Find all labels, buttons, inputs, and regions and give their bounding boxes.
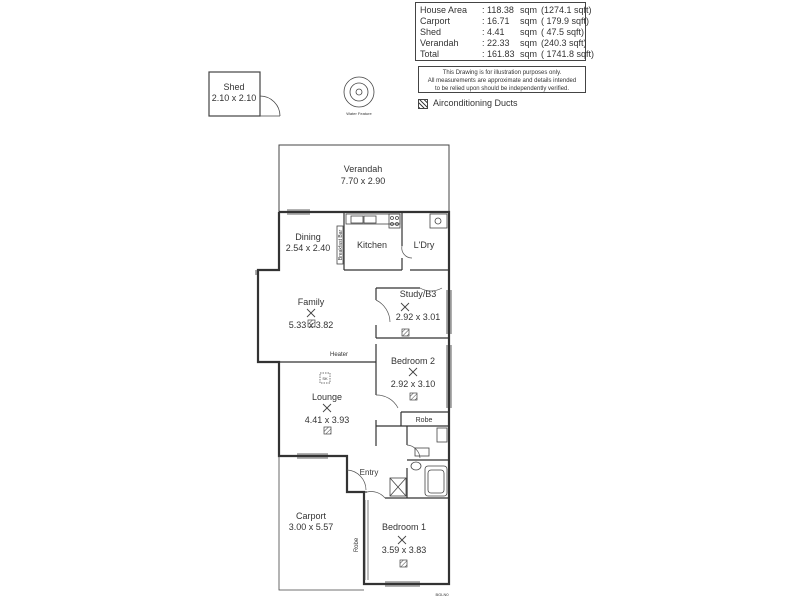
disclaimer-box: This Drawing is for illustration purpose… <box>418 66 586 93</box>
area-label: Total <box>420 49 440 59</box>
bedroom1-size: 3.59 x 3.83 <box>382 545 427 555</box>
footer-code: BGLN0 <box>435 592 449 597</box>
carport-size: 3.00 x 5.57 <box>289 522 334 532</box>
bedroom2-name: Bedroom 2 <box>391 356 435 366</box>
carport: Carport 3.00 x 5.57 <box>278 456 364 591</box>
area-unit: sqm <box>520 38 538 48</box>
shed: Shed 2.10 x 2.10 <box>208 71 281 117</box>
verandah-name: Verandah <box>344 164 383 174</box>
area-imperial: ( 179.9 sqft) <box>541 16 590 26</box>
area-label: Shed <box>420 27 442 37</box>
legend: Airconditioning Ducts <box>418 97 518 109</box>
study-size: 2.92 x 3.01 <box>396 312 441 322</box>
area-imperial: ( 47.5 sqft) <box>541 27 585 37</box>
aircon-duct-icon <box>418 98 428 109</box>
legend-label: Airconditioning Ducts <box>433 98 518 108</box>
fan-markers <box>306 302 418 545</box>
lounge-name: Lounge <box>312 392 342 402</box>
skylight-label: SK <box>322 376 328 381</box>
family-name: Family <box>298 297 325 307</box>
kitchen-fixtures <box>336 213 448 265</box>
laundry-name: L'Dry <box>414 240 435 250</box>
verandah-size: 7.70 x 2.90 <box>341 176 386 186</box>
dining-name: Dining <box>295 232 321 242</box>
shed-name: Shed <box>223 82 244 92</box>
windows <box>255 209 452 587</box>
robe-shelves <box>364 500 369 580</box>
disclaimer-line: to be relied upon should be independentl… <box>434 86 570 92</box>
disclaimer-line: This Drawing is for illustration purpose… <box>442 70 562 76</box>
area-value: : 118.38 <box>482 5 514 15</box>
area-value: : 22.33 <box>482 38 510 48</box>
area-unit: sqm <box>520 49 538 59</box>
heater-label: Heater <box>330 352 348 358</box>
area-label: Carport <box>420 16 451 26</box>
aircon-duct-markers <box>307 319 418 568</box>
shed-size: 2.10 x 2.10 <box>212 93 257 103</box>
robe2-label: Robe <box>416 417 433 424</box>
door-swings <box>346 245 443 499</box>
carport-name: Carport <box>296 511 327 521</box>
water-feature: Water Feature <box>343 76 375 116</box>
verandah: Verandah 7.70 x 2.90 <box>278 144 450 212</box>
bedroom2-size: 2.92 x 3.10 <box>391 379 436 389</box>
bathroom-fixtures <box>389 427 448 497</box>
disclaimer-line: All measurements are approximate and det… <box>427 78 577 84</box>
area-unit: sqm <box>520 16 538 26</box>
water-feature-label: Water Feature <box>346 111 372 116</box>
interior-walls <box>279 212 449 499</box>
bedroom1-name: Bedroom 1 <box>382 522 426 532</box>
area-table: House Area : 118.38 sqm (1274.1 sqft) Ca… <box>415 2 594 61</box>
area-imperial: (240.3 sqft) <box>541 38 587 48</box>
study-name: Study/B3 <box>400 289 437 299</box>
area-unit: sqm <box>520 27 538 37</box>
area-unit: sqm <box>520 5 538 15</box>
skylight: SK <box>319 372 331 384</box>
kitchen-name: Kitchen <box>357 240 387 250</box>
area-value: : 4.41 <box>482 27 505 37</box>
dining-size: 2.54 x 2.40 <box>286 243 331 253</box>
area-imperial: ( 1741.8 sqft) <box>541 49 595 59</box>
area-value: : 161.83 <box>482 49 515 59</box>
family-size: 5.33 x 3.82 <box>289 320 334 330</box>
robe1-label: Robe <box>354 537 360 552</box>
house-exterior-walls <box>256 210 451 586</box>
area-value: : 16.71 <box>482 16 510 26</box>
area-imperial: (1274.1 sqft) <box>541 5 592 15</box>
lounge-size: 4.41 x 3.93 <box>305 415 350 425</box>
entry-name: Entry <box>360 468 379 477</box>
area-label: House Area <box>420 5 468 15</box>
area-label: Verandah <box>420 38 459 48</box>
breakfast-bar-label: Breakfast Bar <box>338 230 344 261</box>
